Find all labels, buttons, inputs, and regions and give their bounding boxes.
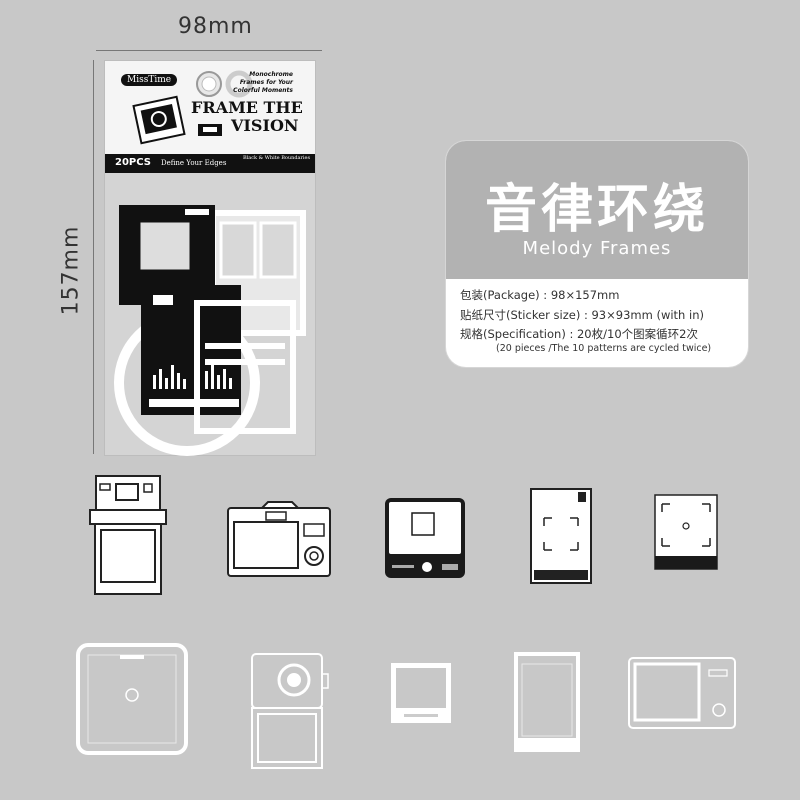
spec-package: 包装(Package) : 98×157mm (460, 288, 620, 302)
white-square-frame-icon (76, 643, 188, 755)
width-dimension-line (96, 50, 322, 51)
title-english: Melody Frames (522, 238, 672, 259)
package-mini-headline: Monochrome Frames for Your Colorful Mome… (213, 71, 293, 95)
spec-sticker-size: 贴纸尺寸(Sticker size) : 93×93mm (with in) (460, 308, 704, 322)
title-panel: 音律环绕 Melody Frames (446, 141, 748, 279)
mini-cassette-icon (198, 124, 222, 136)
package-strip: 20PCS Define Your Edges Black & White Bo… (105, 154, 315, 173)
rec-viewfinder-icon (654, 494, 718, 570)
height-dimension-label: 157mm (58, 225, 84, 316)
mini-headline-line-3: Colorful Moments (233, 87, 293, 94)
spec-specification: 规格(Specification) : 20枚/10个图案循环2次 (460, 327, 698, 341)
phone-viewfinder-icon (530, 488, 592, 584)
headline-line-1: FRAME THE (191, 98, 303, 117)
width-dimension-label: 98mm (178, 14, 253, 39)
product-info-card: 音律环绕 Melody Frames 包装(Package) : 98×157m… (446, 141, 748, 367)
white-vlog-camera-icon (251, 653, 329, 769)
white-handheld-frame-icon (628, 657, 736, 729)
headline-line-2: VISION (231, 116, 299, 135)
height-dimension-line (93, 60, 94, 454)
digital-camera-icon (227, 501, 331, 577)
small-label: Black & White Boundaries (243, 155, 311, 161)
brand-badge: MissTime (121, 74, 178, 86)
mini-headline-line-2: Frames for Your (239, 79, 293, 86)
package-stickers-preview (114, 205, 306, 456)
white-phone-frame-icon (514, 652, 580, 752)
spec-note: (20 pieces /The 10 patterns are cycled t… (496, 343, 712, 354)
lens-rings-icon (196, 70, 253, 98)
tv-screen-icon (385, 498, 465, 578)
mini-headline-line-1: Monochrome (249, 71, 293, 78)
cassette-tilted-icon (132, 95, 186, 145)
package-header-card: MissTime Monochrome Frames for Your Colo… (105, 61, 315, 173)
count-label: 20PCS (115, 157, 151, 168)
sticker-package: MissTime Monochrome Frames for Your Colo… (104, 60, 316, 456)
white-photo-frame-icon (391, 663, 451, 723)
package-headline: FRAME THE VISION (191, 99, 303, 135)
tagline-label: Define Your Edges (161, 159, 227, 167)
title-chinese: 音律环绕 (484, 180, 709, 240)
instant-camera-icon (89, 475, 167, 595)
